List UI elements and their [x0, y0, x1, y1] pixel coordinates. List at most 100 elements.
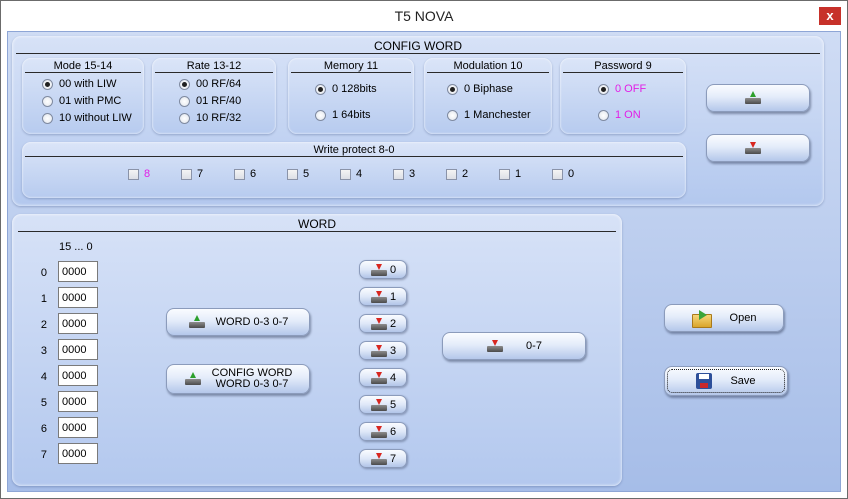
- rate-radio-00[interactable]: 00 RF/64: [179, 78, 241, 90]
- download-icon: [370, 425, 387, 438]
- write-protect-bit-2[interactable]: 2: [446, 168, 468, 180]
- checkbox[interactable]: [287, 168, 298, 180]
- write-word-0-3-0-7-button[interactable]: WORD 0-3 0-7: [166, 308, 310, 336]
- radio-dot: [179, 112, 190, 124]
- write-protect-title: Write protect 8-0: [313, 144, 395, 156]
- write-protect-bit-7[interactable]: 7: [181, 168, 203, 180]
- checkbox[interactable]: [128, 168, 139, 180]
- close-button[interactable]: x: [819, 7, 841, 25]
- title-bar: T5 NOVA x: [1, 1, 847, 31]
- row-label-5: 5: [40, 397, 47, 409]
- upload-icon: [744, 91, 762, 104]
- download-icon: [370, 263, 387, 276]
- open-button[interactable]: Open: [664, 304, 784, 332]
- read-word-3-button[interactable]: 3: [359, 341, 407, 360]
- modulation-radio-biphase[interactable]: 0 Biphase: [447, 83, 513, 95]
- word-field-7[interactable]: [58, 443, 98, 464]
- modulation-group: Modulation 10 0 Biphase 1 Manchester: [424, 58, 552, 134]
- mode-radio-00[interactable]: 00 with LIW: [42, 78, 116, 90]
- radio-dot: [179, 78, 190, 90]
- row-label-1: 1: [40, 293, 47, 305]
- word-panel: WORD 15 ... 0 0 1 2 3 4 5 6 7 WORD 0-3 0…: [12, 214, 622, 486]
- checkbox[interactable]: [446, 168, 457, 180]
- client-area: CONFIG WORD Mode 15-14 00 with LIW 01 wi…: [7, 31, 841, 492]
- row-label-3: 3: [40, 345, 47, 357]
- download-icon: [744, 142, 762, 154]
- read-word-0-button[interactable]: 0: [359, 260, 407, 279]
- word-field-1[interactable]: [58, 287, 98, 308]
- memory-group-title: Memory 11: [323, 60, 379, 72]
- checkbox[interactable]: [499, 168, 510, 180]
- radio-dot: [447, 83, 458, 95]
- upload-icon: [188, 315, 206, 328]
- mode-group-title: Mode 15-14: [53, 60, 113, 72]
- mode-radio-10[interactable]: 10 without LIW: [42, 112, 132, 124]
- radio-dot: [598, 109, 609, 121]
- mode-group: Mode 15-14 00 with LIW 01 with PMC 10 wi…: [22, 58, 144, 134]
- memory-radio-1[interactable]: 1 64bits: [315, 109, 371, 121]
- download-icon: [370, 290, 387, 303]
- word-title: WORD: [298, 217, 336, 231]
- rate-radio-01[interactable]: 01 RF/40: [179, 95, 241, 107]
- checkbox[interactable]: [234, 168, 245, 180]
- row-label-0: 0: [40, 267, 47, 279]
- read-all-words-button[interactable]: 0-7: [442, 332, 586, 360]
- config-word-title: CONFIG WORD: [374, 39, 462, 53]
- checkbox[interactable]: [393, 168, 404, 180]
- row-label-6: 6: [40, 423, 47, 435]
- memory-group: Memory 11 0 128bits 1 64bits: [288, 58, 414, 134]
- radio-dot: [179, 95, 190, 107]
- write-protect-bit-5[interactable]: 5: [287, 168, 309, 180]
- download-icon: [370, 317, 387, 330]
- mode-radio-01[interactable]: 01 with PMC: [42, 95, 121, 107]
- read-word-2-button[interactable]: 2: [359, 314, 407, 333]
- read-word-7-button[interactable]: 7: [359, 449, 407, 468]
- word-field-5[interactable]: [58, 391, 98, 412]
- radio-dot: [598, 83, 609, 95]
- read-word-1-button[interactable]: 1: [359, 287, 407, 306]
- row-label-4: 4: [40, 371, 47, 383]
- word-field-4[interactable]: [58, 365, 98, 386]
- radio-dot: [42, 112, 53, 124]
- rate-radio-10[interactable]: 10 RF/32: [179, 112, 241, 124]
- checkbox[interactable]: [181, 168, 192, 180]
- download-icon: [370, 371, 387, 384]
- config-write-button[interactable]: [706, 84, 810, 112]
- write-protect-bit-0[interactable]: 0: [552, 168, 574, 180]
- password-group-title: Password 9: [594, 60, 652, 72]
- row-label-7: 7: [40, 449, 47, 461]
- password-radio-on[interactable]: 1 ON: [598, 109, 641, 121]
- modulation-radio-manchester[interactable]: 1 Manchester: [447, 109, 531, 121]
- download-icon: [370, 452, 387, 465]
- config-read-button[interactable]: [706, 134, 810, 162]
- write-protect-bit-8[interactable]: 8: [128, 168, 150, 180]
- read-word-6-button[interactable]: 6: [359, 422, 407, 441]
- radio-dot: [42, 78, 53, 90]
- memory-radio-0[interactable]: 0 128bits: [315, 83, 377, 95]
- rate-group: Rate 13-12 00 RF/64 01 RF/40 10 RF/32: [152, 58, 276, 134]
- modulation-group-title: Modulation 10: [453, 60, 523, 72]
- write-protect-bit-4[interactable]: 4: [340, 168, 362, 180]
- download-icon: [370, 344, 387, 357]
- read-word-5-button[interactable]: 5: [359, 395, 407, 414]
- config-word-panel: CONFIG WORD Mode 15-14 00 with LIW 01 wi…: [12, 36, 824, 206]
- save-button[interactable]: Save: [664, 366, 788, 396]
- word-field-3[interactable]: [58, 339, 98, 360]
- checkbox[interactable]: [340, 168, 351, 180]
- word-field-6[interactable]: [58, 417, 98, 438]
- rate-group-title: Rate 13-12: [186, 60, 242, 72]
- write-protect-bit-3[interactable]: 3: [393, 168, 415, 180]
- radio-dot: [315, 83, 326, 95]
- word-range-label: 15 ... 0: [59, 241, 93, 253]
- checkbox[interactable]: [552, 168, 563, 180]
- read-word-4-button[interactable]: 4: [359, 368, 407, 387]
- upload-icon: [184, 372, 202, 385]
- password-radio-off[interactable]: 0 OFF: [598, 83, 646, 95]
- row-label-2: 2: [40, 319, 47, 331]
- word-field-2[interactable]: [58, 313, 98, 334]
- word-field-0[interactable]: [58, 261, 98, 282]
- write-protect-bit-6[interactable]: 6: [234, 168, 256, 180]
- write-protect-bit-1[interactable]: 1: [499, 168, 521, 180]
- write-protect-group: Write protect 8-0 8 7 6 5 4 3 2 1 0: [22, 142, 686, 198]
